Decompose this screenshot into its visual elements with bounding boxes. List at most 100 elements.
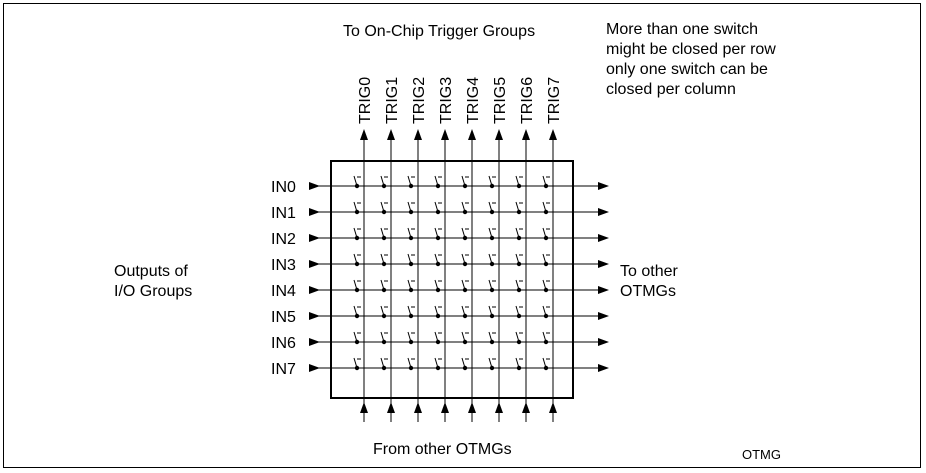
- input-arrow: [309, 364, 320, 372]
- switch-blade: [542, 227, 547, 239]
- trigger-out-arrow: [387, 129, 395, 140]
- switch-blade: [380, 357, 385, 369]
- switch-blade: [407, 357, 412, 369]
- switch-blade: [461, 201, 466, 213]
- matrix-box: [330, 160, 574, 399]
- switch-blade: [380, 227, 385, 239]
- switch-blade: [542, 253, 547, 265]
- left-caption: Outputs of I/O Groups: [114, 262, 192, 302]
- switch-blade: [461, 279, 466, 291]
- input-label: IN4: [271, 283, 296, 300]
- switch-blade: [353, 305, 358, 317]
- left-caption-line: I/O Groups: [114, 283, 193, 300]
- switch-blade: [407, 279, 412, 291]
- trigger-label: TRIG2: [411, 77, 428, 124]
- switch-blade: [407, 227, 412, 239]
- input-label: IN5: [271, 309, 296, 326]
- trigger-label: TRIG7: [546, 77, 563, 124]
- trigger-out-arrow: [522, 129, 530, 140]
- switch-blade: [515, 201, 520, 213]
- input-arrow: [309, 338, 320, 346]
- switch-blade: [434, 279, 439, 291]
- input-arrow: [309, 286, 320, 294]
- switch-blade: [380, 201, 385, 213]
- switch-blade: [353, 331, 358, 343]
- trigger-label: TRIG0: [357, 77, 374, 124]
- switch-blade: [488, 227, 493, 239]
- switch-blade: [434, 305, 439, 317]
- note-line: closed per column: [606, 81, 736, 98]
- note-line: might be closed per row: [606, 41, 776, 58]
- switch-blade: [461, 357, 466, 369]
- switch-blade: [407, 201, 412, 213]
- switch-blade: [515, 175, 520, 187]
- right-caption: To other OTMGs: [620, 262, 678, 302]
- bottom-in-arrow: [495, 402, 503, 413]
- switch-blade: [461, 227, 466, 239]
- switch-blade: [542, 175, 547, 187]
- switch-blade: [353, 201, 358, 213]
- output-arrow: [598, 286, 609, 294]
- output-arrow: [598, 312, 609, 320]
- input-arrow: [309, 182, 320, 190]
- switch-blade: [461, 253, 466, 265]
- switch-blade: [380, 253, 385, 265]
- switch-blade: [488, 357, 493, 369]
- bottom-in-arrow: [387, 402, 395, 413]
- switch-rule-note: More than one switch might be closed per…: [606, 20, 776, 100]
- switch-blade: [353, 279, 358, 291]
- switch-blade: [488, 305, 493, 317]
- input-label: IN6: [271, 335, 296, 352]
- switch-blade: [461, 305, 466, 317]
- bottom-in-arrow: [549, 402, 557, 413]
- output-arrow: [598, 182, 609, 190]
- switch-blade: [515, 253, 520, 265]
- switch-blade: [488, 201, 493, 213]
- trigger-label: TRIG4: [465, 77, 482, 124]
- switch-blade: [461, 175, 466, 187]
- switch-blade: [515, 357, 520, 369]
- top-caption: To On-Chip Trigger Groups: [343, 23, 536, 40]
- switch-blade: [515, 279, 520, 291]
- switch-blade: [488, 175, 493, 187]
- bottom-in-arrow: [522, 402, 530, 413]
- bottom-in-arrow: [441, 402, 449, 413]
- switch-blade: [542, 201, 547, 213]
- switch-blade: [434, 331, 439, 343]
- right-caption-line: To other: [620, 263, 678, 280]
- right-caption-line: OTMGs: [620, 283, 676, 300]
- figure-frame: [3, 3, 921, 468]
- input-label: IN0: [271, 179, 296, 196]
- trigger-label: TRIG6: [519, 77, 536, 124]
- switch-blade: [434, 201, 439, 213]
- switch-blade: [353, 357, 358, 369]
- input-arrow: [309, 260, 320, 268]
- input-arrow: [309, 234, 320, 242]
- switch-blade: [542, 305, 547, 317]
- trigger-out-arrow: [441, 129, 449, 140]
- switch-blade: [380, 305, 385, 317]
- switch-blade: [461, 331, 466, 343]
- trigger-out-arrow: [549, 129, 557, 140]
- trigger-out-arrow: [360, 129, 368, 140]
- switch-blade: [542, 357, 547, 369]
- switch-blade: [515, 305, 520, 317]
- switch-blade: [380, 279, 385, 291]
- switch-blade: [407, 253, 412, 265]
- switch-blade: [515, 331, 520, 343]
- input-label: IN2: [271, 231, 296, 248]
- output-arrow: [598, 364, 609, 372]
- trigger-label: TRIG3: [438, 77, 455, 124]
- switch-blade: [353, 227, 358, 239]
- switch-blade: [353, 175, 358, 187]
- output-arrow: [598, 234, 609, 242]
- switch-blade: [434, 175, 439, 187]
- switch-blade: [542, 331, 547, 343]
- left-caption-line: Outputs of: [114, 263, 188, 280]
- bottom-in-arrow: [360, 402, 368, 413]
- input-arrow: [309, 208, 320, 216]
- output-arrow: [598, 260, 609, 268]
- switch-blade: [434, 253, 439, 265]
- bottom-in-arrow: [468, 402, 476, 413]
